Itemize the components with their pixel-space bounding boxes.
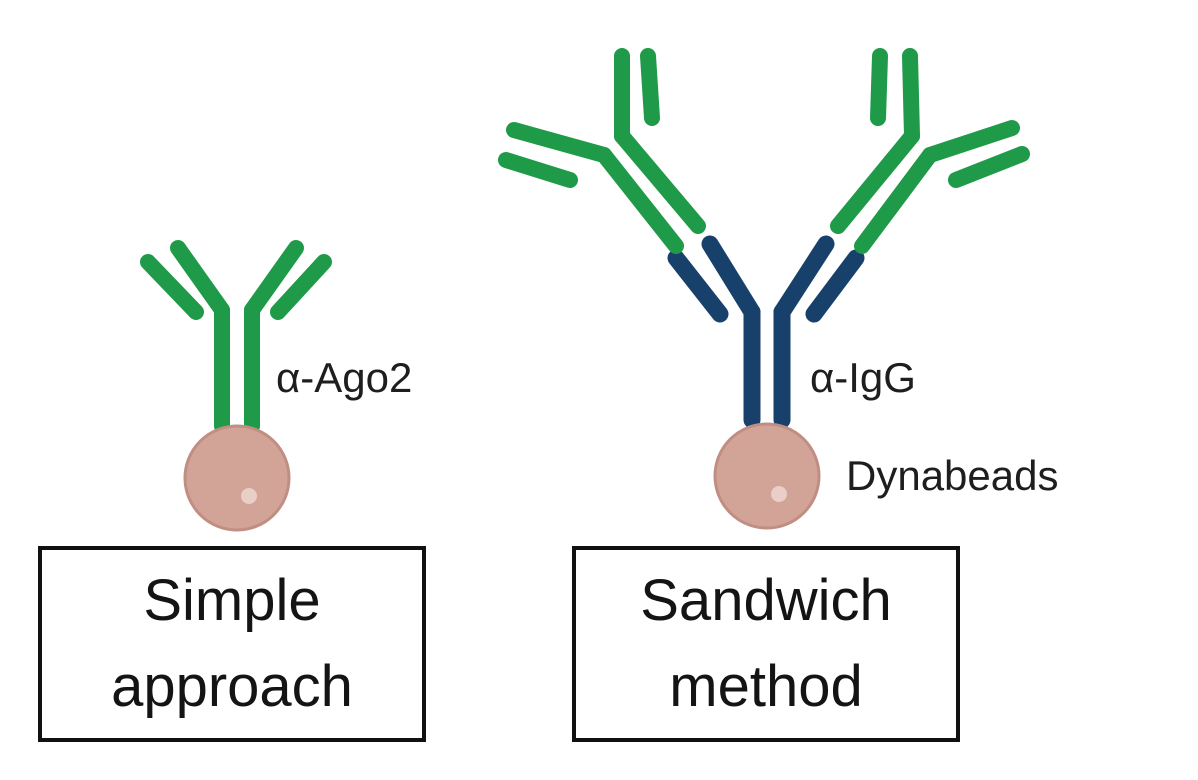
sandwich-primary-antibody-left bbox=[498, 48, 706, 254]
igg-right-heavy bbox=[773, 235, 835, 321]
primary-left-arm-up-light bbox=[640, 48, 660, 126]
simple-approach-line2: approach bbox=[111, 654, 353, 719]
primary-right-arm-side-light bbox=[948, 146, 1030, 188]
sandwich-method-line1: Sandwich bbox=[640, 568, 891, 633]
simple-antibody-left-heavy bbox=[170, 240, 230, 318]
igg-right-light bbox=[805, 249, 865, 323]
igg-left-light bbox=[667, 249, 729, 323]
primary-right-stem-a bbox=[830, 128, 920, 234]
simple-antibody-right-light bbox=[270, 254, 332, 320]
primary-right-stem-b bbox=[854, 147, 938, 254]
primary-right-arm-side-heavy bbox=[922, 120, 1020, 163]
primary-right-arm-up-light bbox=[870, 48, 888, 126]
simple-antibody-label: α-Ago2 bbox=[276, 354, 412, 401]
simple-approach-box: Simple approach bbox=[38, 546, 426, 742]
sandwich-primary-antibody-right bbox=[830, 48, 1030, 254]
primary-left-arm-side-light bbox=[498, 152, 578, 188]
primary-right-arm-up-heavy bbox=[902, 48, 920, 144]
simple-antibody-right-heavy bbox=[244, 240, 304, 318]
sandwich-bead-highlight bbox=[771, 486, 787, 502]
igg-left-heavy bbox=[701, 235, 761, 321]
sandwich-antibody-label: α-IgG bbox=[810, 354, 916, 401]
primary-left-stem-a bbox=[596, 147, 684, 254]
simple-antibody bbox=[140, 240, 332, 434]
primary-left-stem-b bbox=[614, 128, 706, 234]
simple-antibody-left-light bbox=[140, 254, 204, 320]
simple-bead bbox=[183, 424, 291, 532]
dynabeads-label: Dynabeads bbox=[846, 452, 1058, 499]
sandwich-method-box: Sandwich method bbox=[572, 546, 960, 742]
primary-left-arm-side-heavy bbox=[506, 122, 612, 163]
simple-bead-highlight bbox=[241, 488, 257, 504]
sandwich-bead bbox=[713, 422, 821, 530]
sandwich-secondary-antibody bbox=[667, 235, 865, 429]
sandwich-method-line2: method bbox=[669, 654, 862, 719]
simple-approach-line1: Simple bbox=[143, 568, 320, 633]
